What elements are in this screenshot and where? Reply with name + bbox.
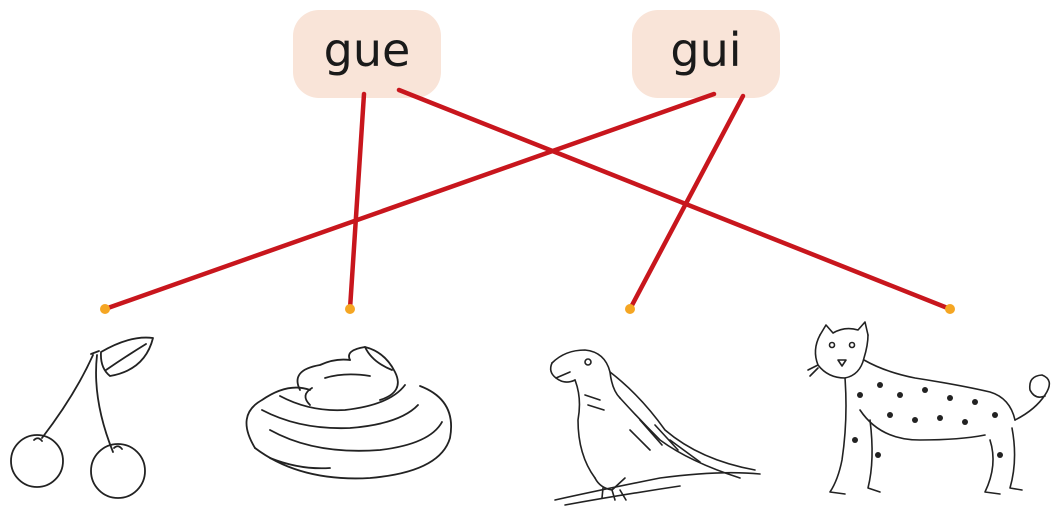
connection-gui-eagle (627, 93, 746, 312)
connection-dot[interactable] (945, 304, 955, 314)
connection-gue-meringue (347, 91, 367, 312)
syllable-label-gui: gui (670, 23, 742, 77)
connection-dot[interactable] (625, 304, 635, 314)
connection-gue-cheetah (396, 87, 953, 312)
connection-dot[interactable] (345, 304, 355, 314)
connection-gui-cherries (102, 91, 717, 312)
syllable-box-gui[interactable]: gui (632, 10, 780, 98)
syllable-box-gue[interactable]: gue (293, 10, 441, 98)
syllable-label-gue: gue (323, 23, 411, 77)
connection-dot[interactable] (100, 304, 110, 314)
